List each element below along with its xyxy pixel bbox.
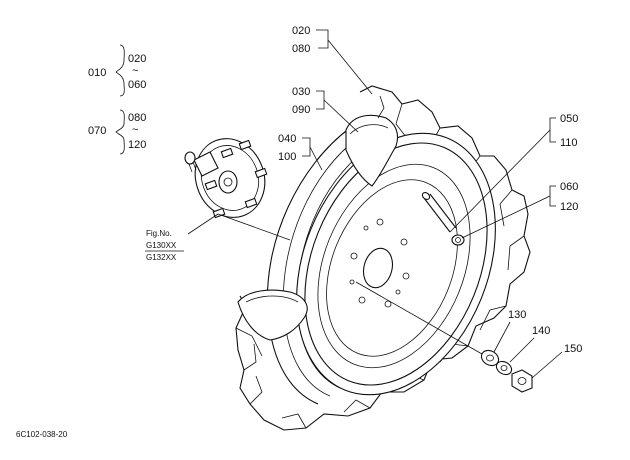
- wheel-rim: [296, 132, 496, 396]
- hub-flange: [184, 138, 268, 219]
- label-120-range-end: 120: [128, 139, 146, 151]
- fig-no-line-1: G130XX: [146, 241, 177, 250]
- washer-140: [495, 360, 513, 376]
- label-100: 100: [278, 151, 296, 163]
- label-110: 110: [560, 137, 578, 149]
- label-150: 150: [564, 343, 582, 355]
- label-060-range-end: 060: [128, 79, 146, 91]
- label-050: 050: [560, 113, 578, 125]
- label-090: 090: [292, 104, 310, 116]
- figure-reference: Fig.No. G130XX G132XX: [145, 229, 184, 262]
- lower-lug-cutaway: [235, 289, 308, 357]
- part-labels: 010 020 ~ 060 070 080 ~ 120 020 080 030 …: [88, 25, 582, 355]
- label-080-range-start: 080: [128, 112, 146, 124]
- label-020-range-start: 020: [128, 53, 146, 65]
- label-070: 070: [88, 125, 106, 137]
- drawing-code: 6C102-038-20: [16, 430, 68, 439]
- fig-no-line-2: G132XX: [146, 253, 177, 262]
- label-080: 080: [292, 43, 310, 55]
- label-tilde-1: ~: [132, 65, 138, 77]
- label-040: 040: [278, 133, 296, 145]
- label-120: 120: [560, 201, 578, 213]
- label-tilde-2: ~: [132, 124, 138, 136]
- label-020: 020: [292, 25, 310, 37]
- valve-stem: [421, 192, 465, 246]
- nut-150: [511, 369, 533, 393]
- label-010: 010: [88, 67, 106, 79]
- leader-lines: [115, 29, 563, 379]
- label-060: 060: [560, 181, 578, 193]
- label-130: 130: [508, 309, 526, 321]
- upper-lug-cutaway: [345, 95, 399, 187]
- fig-no-title: Fig.No.: [146, 229, 172, 238]
- label-030: 030: [292, 86, 310, 98]
- label-140: 140: [532, 325, 550, 337]
